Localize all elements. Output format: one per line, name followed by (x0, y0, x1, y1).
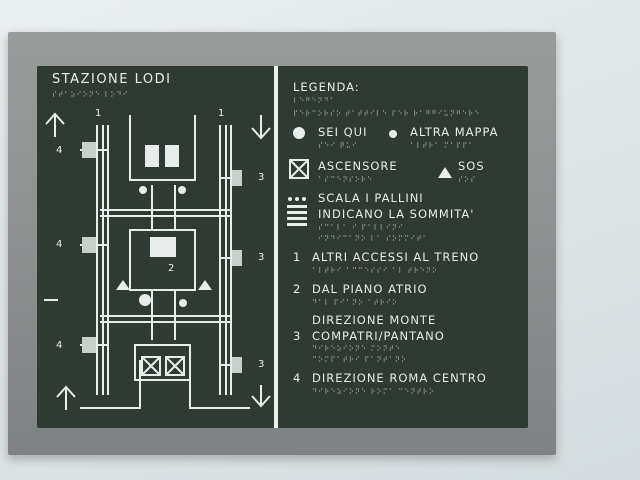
legend-sos: SOS (458, 159, 485, 173)
stairs-icon (287, 197, 307, 226)
exit-label: COMPATRI/PANTANO (312, 329, 445, 343)
braille-legend-2: ⠏⠑⠗⠉⠕⠗⠎⠕ ⠞⠁⠞⠞⠊⠇⠑ ⠏⠑⠗ ⠗⠁⠛⠛⠊⠥⠝⠛⠑⠗⠑ (293, 110, 481, 118)
exit-number: 3 (293, 329, 302, 343)
map-number: 1 (218, 108, 226, 119)
exit-label: DIREZIONE ROMA CENTRO (312, 371, 487, 385)
braille-sos: ⠎⠕⠎ (458, 176, 477, 184)
panel-divider (274, 66, 278, 428)
map-number: 4 (56, 239, 64, 250)
tactile-map-panel (37, 66, 528, 428)
sos-marker (198, 280, 212, 290)
you-are-here-icon (293, 127, 305, 139)
station-title: STAZIONE LODI (52, 72, 172, 87)
legend-scala-line1: SCALA I PALLINI (318, 191, 424, 205)
down-arrow-icon (251, 385, 271, 408)
down-arrow-icon (251, 115, 271, 140)
exit-label: DIREZIONE MONTE (312, 313, 437, 327)
up-arrow-icon (45, 112, 65, 137)
map-number: 4 (56, 145, 64, 156)
map-number: 4 (56, 340, 64, 351)
legend-altra-mappa: ALTRA MAPPA (410, 125, 499, 139)
up-arrow-icon (56, 385, 76, 410)
exit-number: 4 (293, 371, 302, 385)
braille-scala-1: ⠎⠉⠁⠇⠁ ⠊ ⠏⠁⠇⠇⠊⠝⠊ (318, 224, 405, 232)
sos-icon (438, 167, 452, 178)
exit-number: 2 (293, 282, 302, 296)
map-number: 3 (258, 359, 266, 370)
legend-scala-line2: INDICANO LA SOMMITA' (318, 207, 475, 221)
braille-scala-2: ⠊⠝⠙⠊⠉⠁⠝⠕ ⠇⠁ ⠎⠕⠍⠍⠊⠞⠁ (318, 235, 429, 243)
braille-title: ⠎⠞⠁⠵⠊⠕⠝⠑ ⠇⠕⠙⠊ (52, 91, 129, 99)
braille-sei-qui: ⠎⠑⠊ ⠟⠥⠊ (318, 142, 358, 150)
map-number: 1 (95, 108, 103, 119)
other-map-icon (389, 130, 397, 138)
map-number: 3 (258, 252, 266, 263)
map-number: 3 (258, 172, 266, 183)
braille-altra-mappa: ⠁⠇⠞⠗⠁ ⠍⠁⠏⠏⠁ (410, 142, 475, 150)
exit-label: DAL PIANO ATRIO (312, 282, 428, 296)
braille-legend: ⠇⠑⠛⠑⠝⠙⠁ (293, 97, 336, 105)
legend-ascensore: ASCENSORE (318, 159, 398, 173)
braille-exit-3a: ⠙⠊⠗⠑⠵⠊⠕⠝⠑ ⠍⠕⠝⠞⠑ (312, 345, 402, 353)
sos-marker (116, 280, 130, 290)
braille-ascensore: ⠁⠎⠉⠑⠝⠎⠕⠗⠑ (318, 176, 374, 184)
exit-label: ALTRI ACCESSI AL TRENO (312, 250, 480, 264)
braille-exit-2: ⠙⠁⠇ ⠏⠊⠁⠝⠕ ⠁⠞⠗⠊⠕ (312, 299, 399, 307)
braille-exit-3b: ⠉⠕⠍⠏⠁⠞⠗⠊ ⠏⠁⠝⠞⠁⠝⠕ (312, 356, 408, 364)
elevator-icon (289, 159, 309, 179)
braille-exit-4: ⠙⠊⠗⠑⠵⠊⠕⠝⠑ ⠗⠕⠍⠁ ⠉⠑⠝⠞⠗⠕ (312, 388, 435, 396)
legend-sei-qui: SEI QUI (318, 125, 368, 139)
braille-exit-1: ⠁⠇⠞⠗⠊ ⠁⠉⠉⠑⠎⠎⠊ ⠁⠇ ⠞⠗⠑⠝⠕ (312, 267, 439, 275)
exit-number: 1 (293, 250, 302, 264)
map-number: 2 (168, 263, 176, 274)
you-are-here-marker (139, 294, 151, 306)
legend-title: LEGENDA: (293, 80, 360, 94)
